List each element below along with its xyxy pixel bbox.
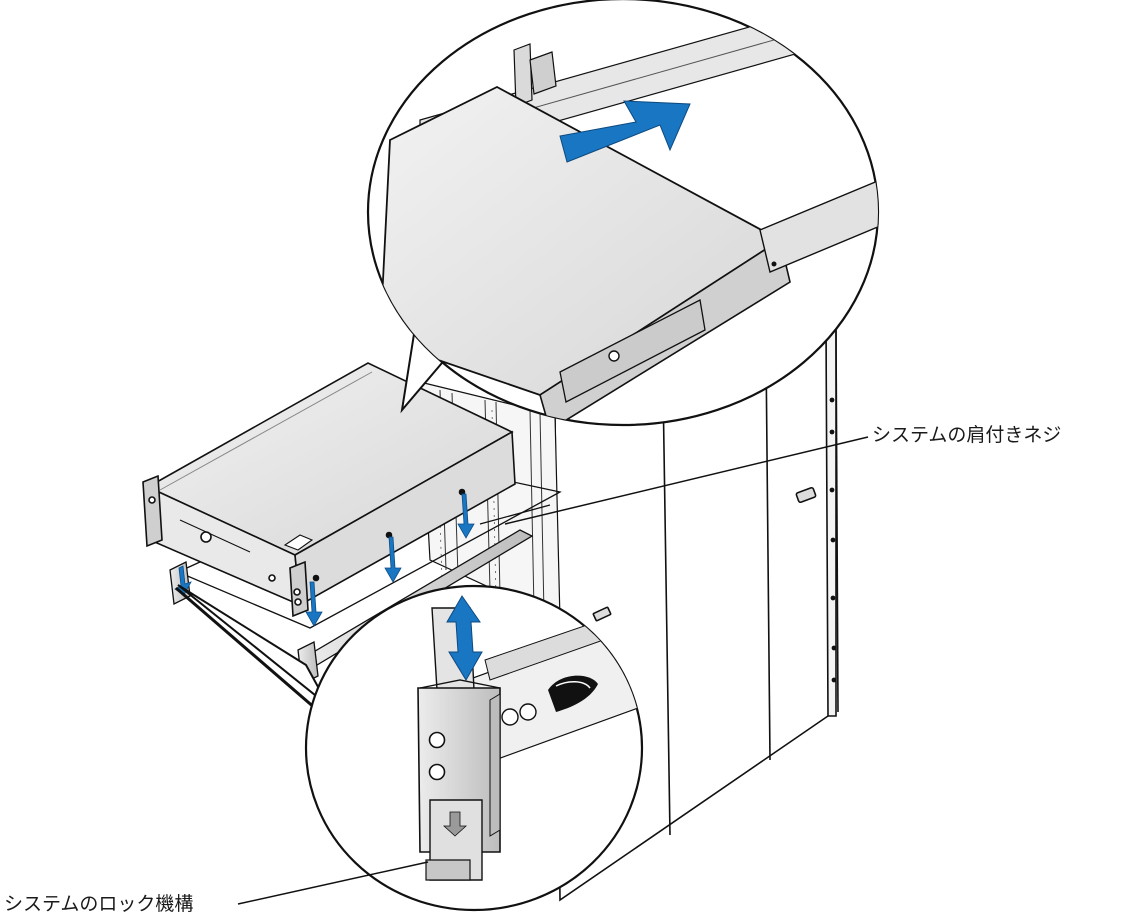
- rack-side-rivets: [829, 397, 837, 683]
- lock-mechanism-label: システムのロック機構: [4, 893, 194, 915]
- leader-line-thumbscrew: [504, 436, 869, 525]
- install-arrows: [174, 493, 475, 627]
- up-down-arrow: [446, 595, 483, 681]
- leader-line-lock: [237, 861, 429, 905]
- server-chassis: [142, 362, 516, 618]
- door-handle: [795, 486, 817, 504]
- push-arrow: [559, 100, 691, 163]
- magnified-view-lock-mechanism: [175, 584, 644, 912]
- thumbscrew-label: システムの肩付きネジ: [872, 424, 1062, 446]
